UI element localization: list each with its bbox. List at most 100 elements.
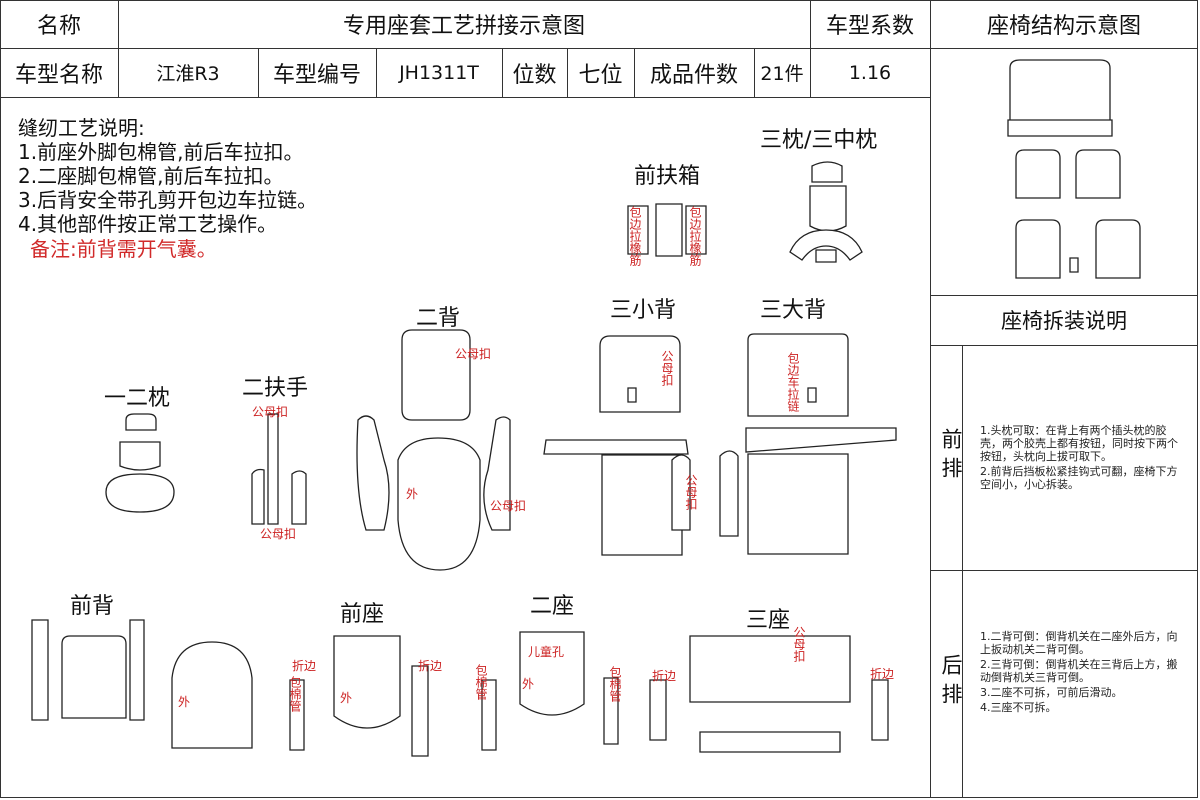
grid-line xyxy=(502,48,503,97)
group-third-big-back: 三大背 xyxy=(760,298,827,323)
headrest-12-piece xyxy=(125,413,157,431)
label-fold: 折边 xyxy=(418,659,443,673)
group-headrest-12: 一二枕 xyxy=(104,386,171,411)
label-binding-elastic: 包边拉橡筋 xyxy=(688,206,702,266)
second-seat-panel xyxy=(519,631,585,716)
third-big-back-strip xyxy=(745,427,897,453)
headrest-piece xyxy=(789,229,863,261)
second-back-side xyxy=(483,416,511,531)
model-code-label: 车型编号 xyxy=(272,62,361,88)
coef-label: 车型系数 xyxy=(825,14,914,39)
group-front-back: 前背 xyxy=(70,594,115,619)
third-seat-strip xyxy=(699,731,841,753)
instruction-item: 3.后背安全带孔剪开包边车拉链。 xyxy=(18,188,318,212)
label-snap: 公母扣 xyxy=(792,626,806,662)
headrest-piece xyxy=(809,185,847,232)
instruction-remark: 备注:前背需开气囊。 xyxy=(30,237,217,261)
armrest-piece xyxy=(291,470,307,525)
label-fold: 折边 xyxy=(652,669,677,683)
label-outer: 外 xyxy=(340,691,353,705)
third-seat-side xyxy=(649,679,667,741)
instruction-item: 1.前座外脚包棉管,前后车拉扣。 xyxy=(18,140,304,164)
seats-value: 七位 xyxy=(578,62,623,88)
front-back-panel xyxy=(61,635,127,719)
label-outer: 外 xyxy=(406,487,419,501)
rear-note: 1.二背可倒：倒背机关在二座外后方，向上扳动机关二背可倒。 xyxy=(980,630,1178,656)
headrest-12-piece xyxy=(105,473,175,513)
second-back-side xyxy=(356,415,390,531)
seat-structure-illustration xyxy=(1007,59,1141,279)
pieces-label: 成品件数 xyxy=(649,62,738,88)
third-small-back-side xyxy=(671,454,691,531)
front-back-outer xyxy=(171,641,253,749)
grid-line xyxy=(0,48,1198,49)
struct-label: 座椅结构示意图 xyxy=(986,14,1141,39)
third-small-back-strip xyxy=(543,439,689,455)
armrest-box-piece xyxy=(655,203,683,257)
label-wrap-tube: 包棉管 xyxy=(608,666,622,702)
label-snap: 公母扣 xyxy=(260,527,297,541)
label-snap: 公母扣 xyxy=(660,350,674,386)
label-binding-zip: 包边车拉链 xyxy=(786,352,800,412)
headrest-piece xyxy=(811,161,843,183)
coef-value: 1.16 xyxy=(848,61,892,84)
grid-line xyxy=(376,48,377,97)
pattern-pieces xyxy=(31,161,897,757)
instruction-item: 2.二座脚包棉管,前后车拉扣。 xyxy=(18,164,284,188)
front-row-label: 前排 xyxy=(939,428,963,486)
model-code-value: JH1311T xyxy=(399,61,479,84)
model-name-value: 江淮R3 xyxy=(156,63,220,85)
second-seat-side xyxy=(603,677,619,745)
second-seat-side xyxy=(481,679,497,751)
rear-note: 2.三背可倒：倒背机关在三背后上方，搬动倒背机关三背可倒。 xyxy=(980,658,1178,684)
label-binding-elastic: 包边拉橡筋 xyxy=(628,206,642,266)
third-seat-panel xyxy=(689,635,851,703)
front-seat-panel xyxy=(333,635,401,729)
label-fold: 折边 xyxy=(292,659,317,673)
front-seat-side xyxy=(411,665,429,757)
third-small-back-panel xyxy=(599,335,681,413)
buckle-slot xyxy=(807,387,817,403)
armrest-piece xyxy=(251,468,265,525)
grid-line xyxy=(754,48,755,97)
group-front-seat: 前座 xyxy=(340,602,385,627)
front-back-side xyxy=(31,619,49,721)
label-outer: 外 xyxy=(178,695,191,709)
armrest-box-piece xyxy=(685,205,707,255)
label-outer: 外 xyxy=(522,677,535,691)
rear-row-label: 后排 xyxy=(939,654,963,712)
group-front-armrest-box: 前扶箱 xyxy=(634,164,701,189)
group-third-small-back: 三小背 xyxy=(610,298,677,323)
grid-line xyxy=(0,97,930,98)
front-note: 2.前背后挡板松紧挂钩式可翻，座椅下方空间小，小心拆装。 xyxy=(980,465,1178,491)
armrest-piece xyxy=(267,413,279,525)
group-third-seat: 三座 xyxy=(746,608,791,633)
armrest-box-piece xyxy=(627,205,649,255)
grid-line xyxy=(634,48,635,97)
group-second-seat: 二座 xyxy=(530,594,575,619)
grid-line xyxy=(567,48,568,97)
front-back-side xyxy=(129,619,145,721)
instruction-item: 4.其他部件按正常工艺操作。 xyxy=(18,212,278,236)
grid-line xyxy=(930,345,1198,346)
second-back-panel xyxy=(401,329,471,421)
label-wrap-tube: 包棉管 xyxy=(474,664,488,700)
rear-note: 3.二座不可拆，可前后滑动。 xyxy=(980,686,1123,699)
label-snap: 公母扣 xyxy=(684,474,698,510)
third-big-back-panel xyxy=(747,333,849,417)
front-row-notes: 1.头枕可取：在背上有两个插头枕的胶壳，两个胶壳上都有按钮，同时按下两个按钮，头… xyxy=(980,424,1182,493)
group-second-armrest: 二扶手 xyxy=(242,376,309,401)
rear-note: 4.三座不可拆。 xyxy=(980,701,1057,714)
headrest-12-piece xyxy=(119,441,161,471)
grid-line xyxy=(258,48,259,97)
disassembly-title: 座椅拆装说明 xyxy=(1001,309,1127,333)
third-seat-side xyxy=(871,679,889,741)
front-seat-side xyxy=(289,679,305,751)
label-snap: 公母扣 xyxy=(490,499,527,513)
grid-line xyxy=(930,570,1198,571)
grid-line xyxy=(962,345,963,798)
buckle-slot xyxy=(627,387,637,403)
model-name-label: 车型名称 xyxy=(14,62,103,88)
label-child-hole: 儿童孔 xyxy=(528,645,565,659)
